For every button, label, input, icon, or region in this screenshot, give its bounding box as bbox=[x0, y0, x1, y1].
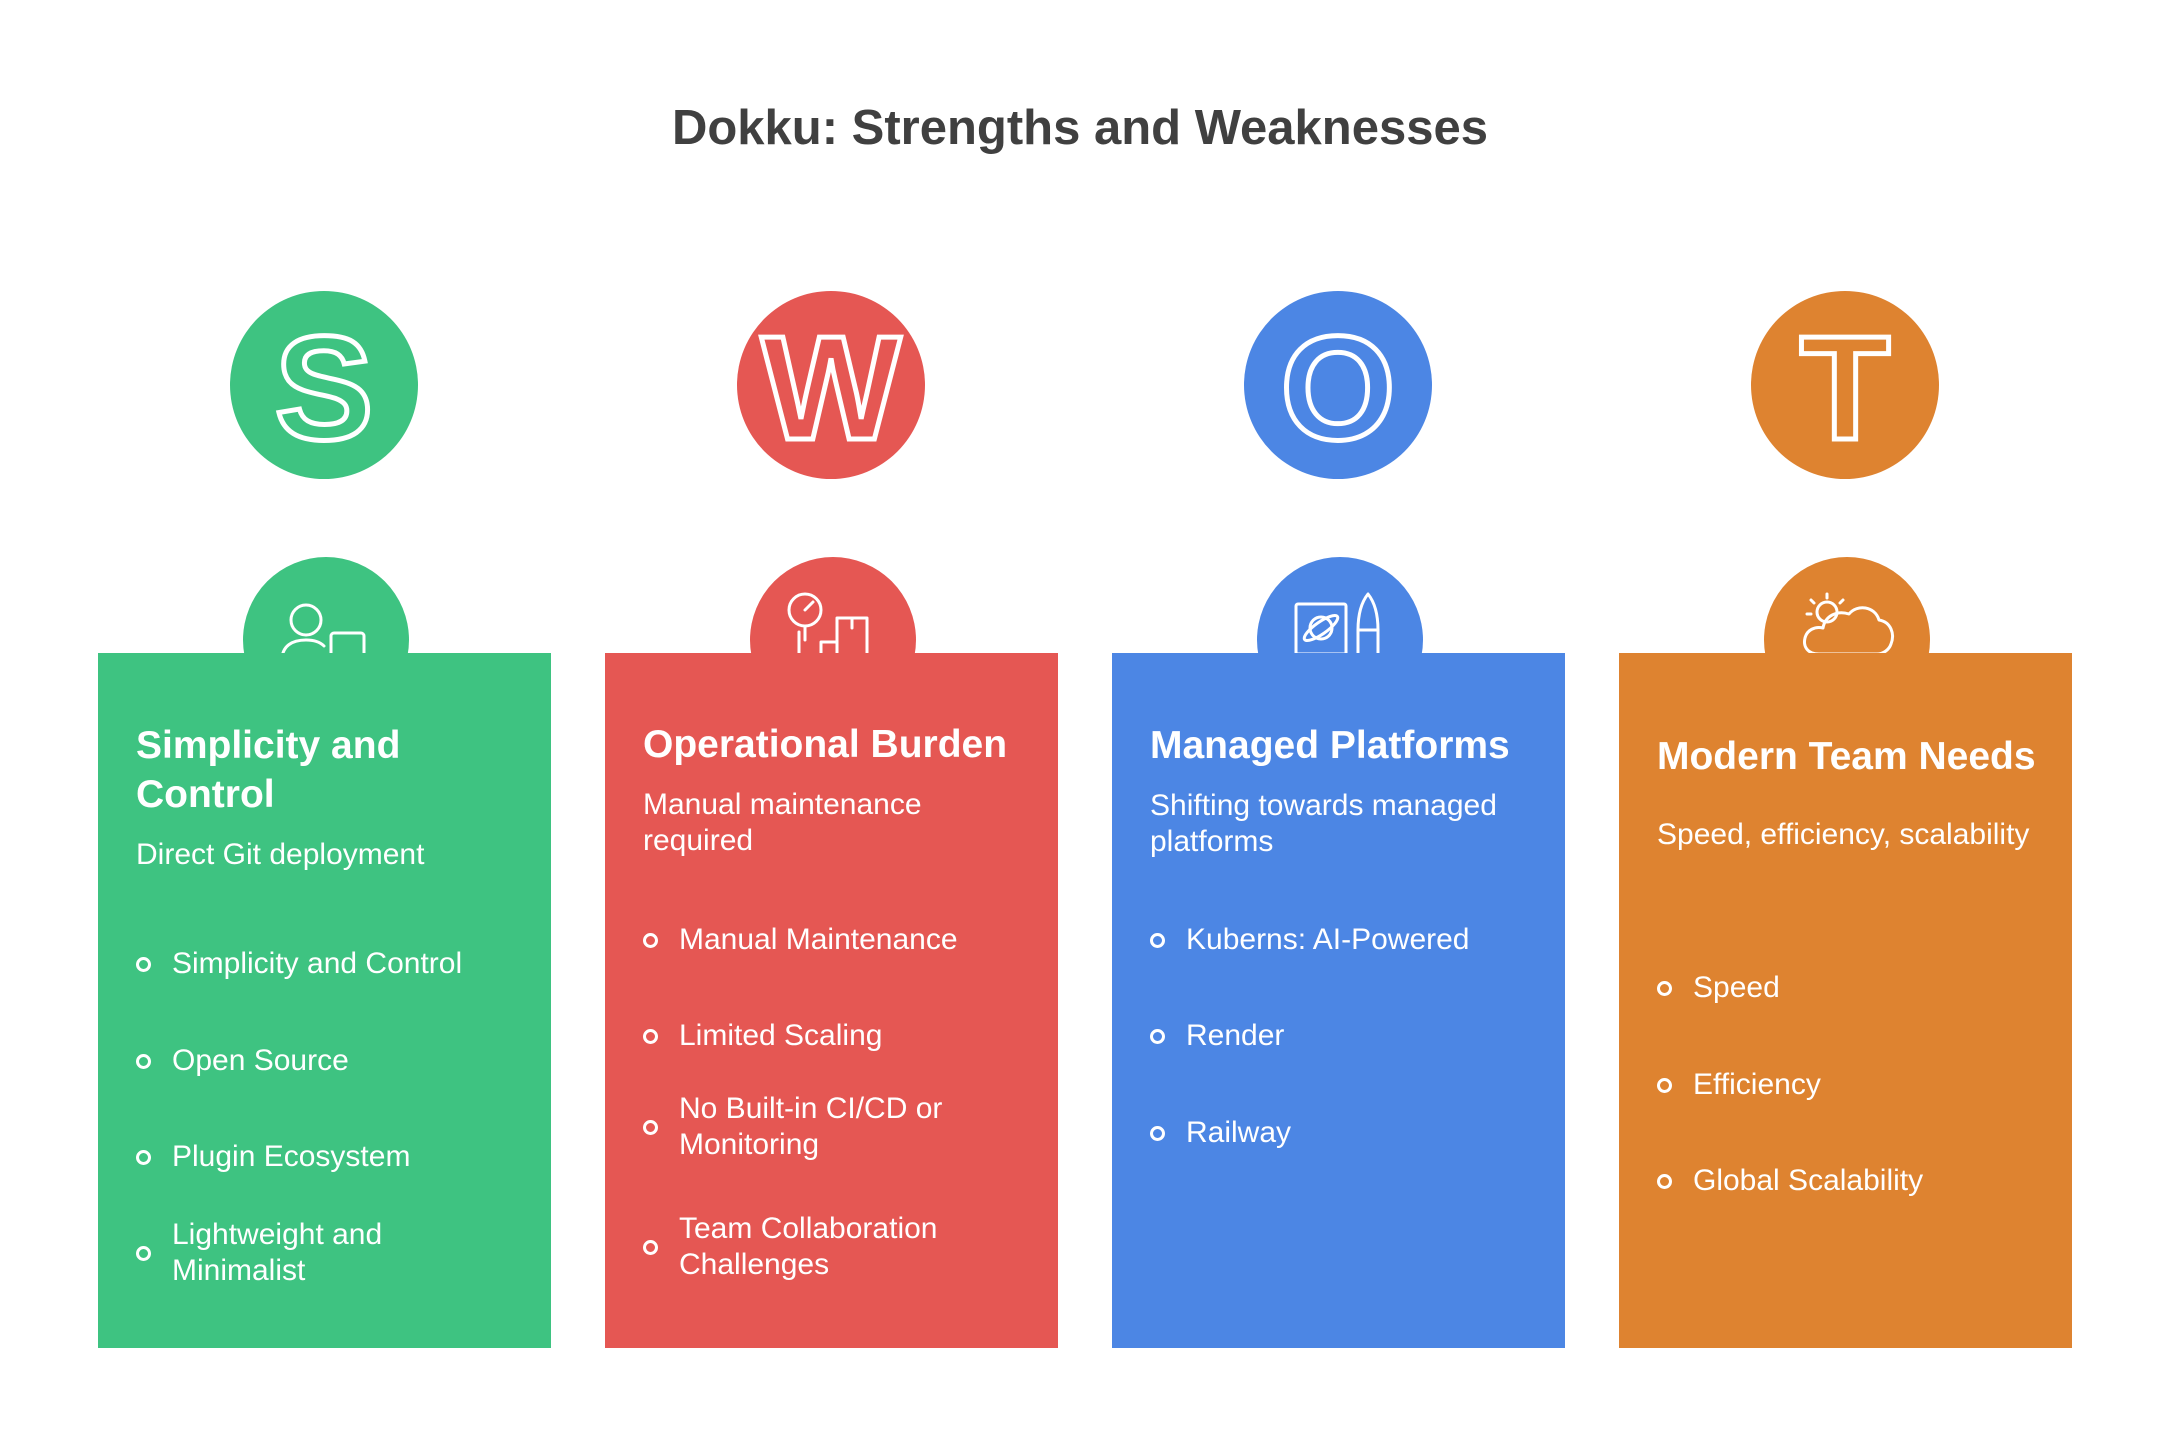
list-item: Plugin Ecosystem bbox=[136, 1139, 521, 1175]
opportunities-letter-circle: O bbox=[1244, 291, 1432, 479]
bullet-dot bbox=[1657, 980, 1672, 996]
bullet-dot bbox=[643, 1119, 658, 1135]
weaknesses-card-title: Operational Burden bbox=[643, 723, 1008, 766]
strengths-card-subtitle: Direct Git deployment bbox=[136, 838, 425, 871]
list-item: Railway bbox=[1150, 1115, 1535, 1151]
bullet-dot bbox=[643, 1028, 658, 1044]
strengths-letter: S bbox=[275, 306, 374, 471]
list-item: Efficiency bbox=[1657, 1067, 2042, 1103]
strengths-card-title: Simplicity and Control bbox=[136, 724, 401, 816]
opportunities-card: Managed Platforms Shifting towards manag… bbox=[1112, 653, 1565, 1348]
list-item: Team Collaboration Challenges bbox=[643, 1211, 1028, 1283]
opportunities-card-title: Managed Platforms bbox=[1150, 724, 1510, 767]
bullet-dot bbox=[643, 932, 658, 948]
bullet-dot bbox=[136, 1245, 151, 1261]
list-item: Manual Maintenance bbox=[643, 922, 1028, 958]
list-item: Open Source bbox=[136, 1043, 521, 1079]
list-item: Global Scalability bbox=[1657, 1163, 2042, 1199]
list-item: Limited Scaling bbox=[643, 1018, 1028, 1054]
opportunities-card-subtitle: Shifting towards managed platforms bbox=[1150, 789, 1497, 858]
weaknesses-card: Operational Burden Manual maintenance re… bbox=[605, 653, 1058, 1348]
weaknesses-card-subtitle: Manual maintenance required bbox=[643, 788, 922, 857]
diagram-title: Dokku: Strengths and Weaknesses bbox=[671, 101, 1488, 155]
bullet-dot bbox=[136, 956, 151, 972]
threats-card-subtitle: Speed, efficiency, scalability bbox=[1657, 818, 2030, 851]
threats-card-title: Modern Team Needs bbox=[1657, 735, 2036, 778]
list-item: Simplicity and Control bbox=[136, 946, 521, 982]
bullet-dot bbox=[136, 1149, 151, 1165]
bullet-dot bbox=[1150, 1028, 1165, 1044]
list-item: Lightweight and Minimalist bbox=[136, 1217, 521, 1289]
bullet-dot bbox=[643, 1239, 658, 1255]
strengths-card: Simplicity and Control Direct Git deploy… bbox=[98, 653, 551, 1348]
bullet-dot bbox=[1657, 1173, 1672, 1189]
bullet-dot bbox=[1150, 932, 1165, 948]
bullet-dot bbox=[1150, 1125, 1165, 1141]
weaknesses-letter: W bbox=[761, 306, 901, 471]
bullet-dot bbox=[136, 1053, 151, 1069]
opportunities-letter: O bbox=[1280, 306, 1395, 471]
strengths-letter-circle: S bbox=[230, 291, 418, 479]
threats-letter: T bbox=[1800, 306, 1890, 471]
weaknesses-letter-circle: W bbox=[737, 291, 925, 479]
bullet-dot bbox=[1657, 1077, 1672, 1093]
list-item: No Built-in CI/CD or Monitoring bbox=[643, 1091, 1028, 1163]
list-item: Render bbox=[1150, 1018, 1535, 1054]
list-item: Speed bbox=[1657, 970, 2042, 1006]
threats-letter-circle: T bbox=[1751, 291, 1939, 479]
threats-card: Modern Team Needs Speed, efficiency, sca… bbox=[1619, 653, 2072, 1348]
list-item: Kuberns: AI-Powered bbox=[1150, 922, 1535, 958]
